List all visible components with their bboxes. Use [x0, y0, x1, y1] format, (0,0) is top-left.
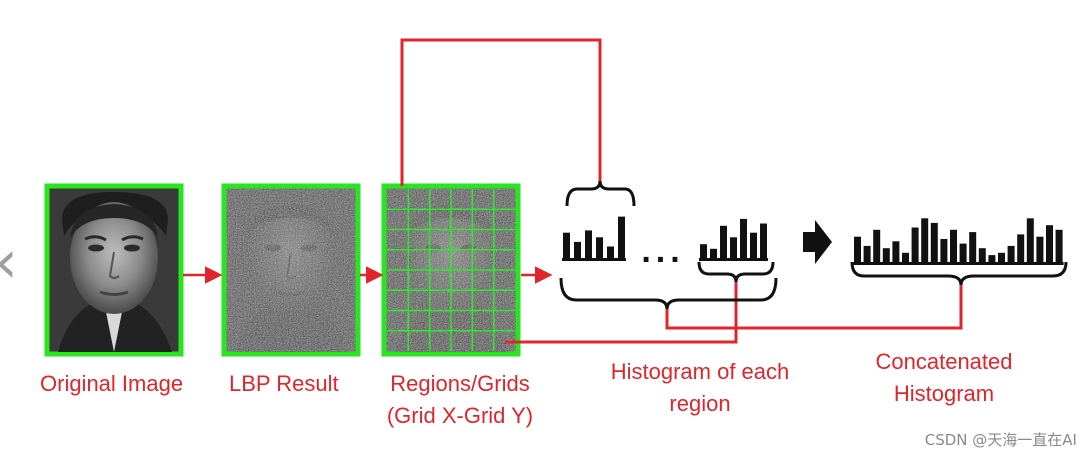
caption-regions-line1: Regions/Grids	[390, 371, 530, 396]
arrow-right-icon	[803, 220, 832, 264]
histogram-concat-bar	[978, 248, 986, 262]
lbp-result-panel	[221, 183, 361, 357]
histogram-concat-bar	[940, 239, 948, 262]
connector-region-to-last-histogram	[505, 282, 738, 344]
histogram-first-bar	[596, 237, 603, 258]
caption-regions-line2: (Grid X-Grid Y)	[386, 403, 534, 428]
histogram-first-region	[562, 216, 626, 261]
watermark: CSDN @天海一直在AI	[924, 431, 1077, 449]
histogram-last-bar	[740, 218, 747, 258]
original-image-panel	[44, 183, 184, 357]
histogram-last-region	[699, 218, 768, 261]
histogram-concat-bar	[930, 222, 938, 262]
connector-histograms-to-concatenated	[665, 285, 963, 330]
brace-last-region	[697, 261, 775, 283]
histogram-first-bar	[574, 241, 581, 258]
histogram-concat-bar	[892, 241, 900, 262]
histogram-concat-bar	[998, 252, 1005, 262]
caption-regions-grids: Regions/Grids (Grid X-Grid Y)	[378, 368, 542, 432]
histogram-concat-bar	[1046, 225, 1053, 262]
histogram-last-bar	[750, 232, 757, 258]
histogram-concat-bar	[1007, 245, 1015, 262]
region-grid-lines	[387, 189, 515, 351]
histogram-concat-bar	[1055, 229, 1063, 262]
histogram-last-bar	[760, 223, 767, 258]
histogram-last-bar	[710, 248, 717, 258]
histogram-concat-bar	[911, 227, 919, 262]
histogram-last-bar	[700, 244, 707, 258]
histogram-last-bar	[720, 225, 727, 258]
caption-concat-line2: Histogram	[893, 381, 995, 406]
caption-histogram-each-region: Histogram of each region	[590, 356, 810, 420]
connector-region-to-first-histogram	[400, 38, 602, 186]
histogram-concat-bar	[988, 255, 996, 262]
histogram-concatenated	[853, 218, 1064, 265]
lbp-face-image	[226, 188, 356, 352]
histogram-first-bar	[618, 216, 625, 258]
original-face-image	[58, 192, 172, 352]
histogram-concat-bar	[969, 232, 977, 262]
brace-concatenated	[850, 261, 1068, 286]
histogram-concat-bar	[950, 229, 957, 262]
histogram-ellipsis: ...	[641, 232, 684, 270]
histogram-concat-bar	[959, 243, 967, 262]
histogram-concat-bar	[921, 218, 929, 262]
caption-histogram-line2: region	[669, 391, 731, 416]
caption-concat-line1: Concatenated	[875, 349, 1013, 374]
histogram-first-bar	[585, 230, 592, 258]
histogram-concat-bar	[1017, 234, 1025, 262]
brace-all-histograms	[559, 277, 778, 310]
caption-lbp-result: LBP Result	[229, 371, 339, 396]
histogram-concat-bar	[1026, 218, 1034, 262]
chevron-left-icon[interactable]: ‹	[0, 232, 18, 292]
histogram-concat-bar	[863, 245, 871, 262]
histogram-concat-bar	[854, 236, 861, 262]
brace-first-region	[565, 180, 636, 207]
histogram-concat-bar	[882, 248, 890, 262]
caption-histogram-line1: Histogram of each	[610, 359, 790, 384]
histogram-last-bar	[730, 237, 737, 258]
histogram-concat-bar	[902, 252, 909, 262]
caption-original-image: Original Image	[40, 371, 184, 396]
histogram-concat-bar	[873, 229, 881, 262]
regions-grid-panel	[381, 183, 521, 357]
histogram-concat-bar	[1036, 236, 1044, 262]
histogram-first-bar	[607, 246, 614, 258]
histogram-first-bar	[563, 232, 570, 258]
caption-concatenated-histogram: Concatenated Histogram	[856, 346, 1032, 410]
